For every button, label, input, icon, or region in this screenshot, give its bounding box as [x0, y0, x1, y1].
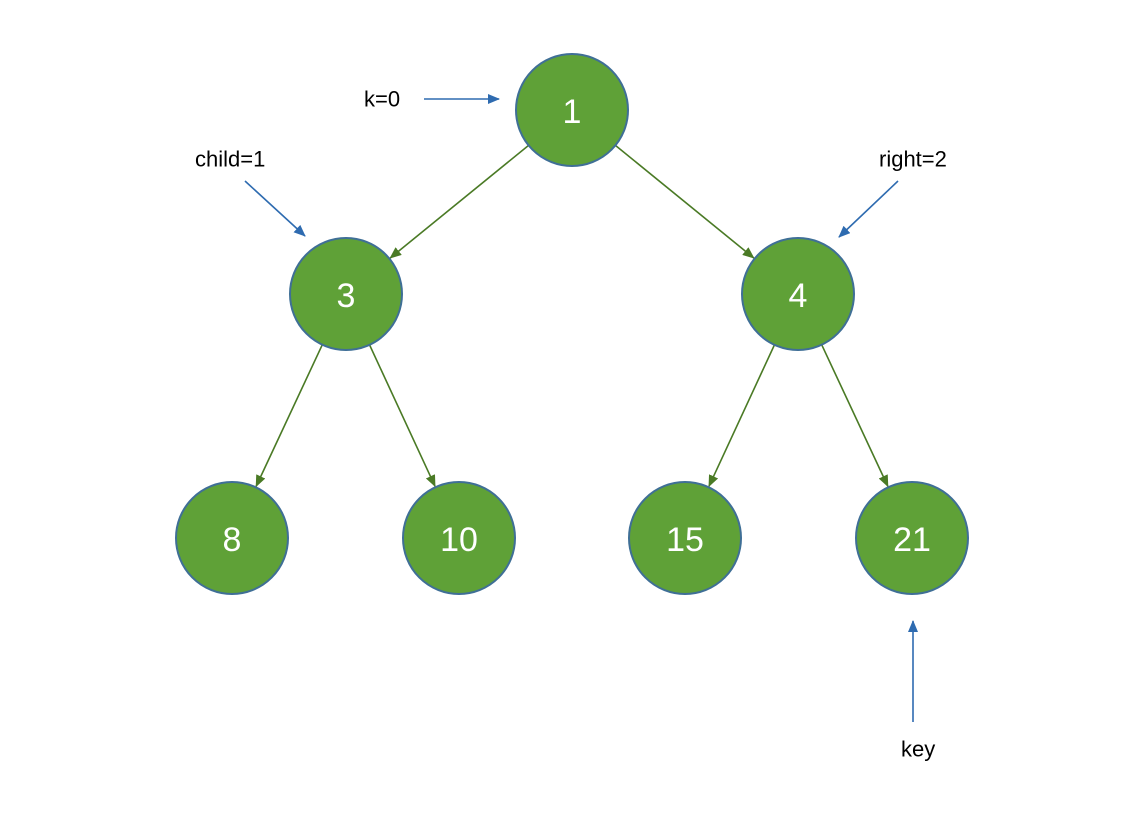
- tree-edge-arrow: [708, 342, 777, 488]
- node-label: 15: [666, 521, 704, 559]
- child-pointer-arrow: [244, 180, 306, 237]
- tree-node: 15: [628, 481, 742, 595]
- node-label: 1: [563, 93, 582, 131]
- node-circle: [628, 481, 742, 595]
- tree-node: 4: [741, 237, 855, 351]
- tree-edge-arrow: [389, 143, 531, 259]
- right-pointer-arrow: [838, 180, 899, 238]
- right-pointer-label: right=2: [879, 147, 947, 172]
- annotations: k=0 child=1 right=2 key: [195, 87, 947, 762]
- tree-edge-arrow: [255, 342, 324, 488]
- node-circle: [515, 53, 629, 167]
- tree-node: 10: [402, 481, 516, 595]
- node-circle: [855, 481, 969, 595]
- node-label: 8: [223, 521, 242, 559]
- tree-node: 21: [855, 481, 969, 595]
- node-label: 10: [440, 521, 478, 559]
- node-circle: [402, 481, 516, 595]
- tree-node: 8: [175, 481, 289, 595]
- node-label: 3: [337, 277, 356, 315]
- tree-edge-arrow: [367, 342, 436, 488]
- node-circle: [741, 237, 855, 351]
- tree-node: 3: [289, 237, 403, 351]
- tree-edge-arrow: [613, 143, 755, 259]
- node-label: 21: [893, 521, 931, 559]
- pointer-arrows: [244, 94, 918, 722]
- node-label: 4: [789, 277, 808, 315]
- node-circle: [289, 237, 403, 351]
- child-pointer-label: child=1: [195, 147, 265, 172]
- edges: [255, 143, 889, 488]
- nodes: 1 3 4 8 10 15 21: [175, 53, 969, 595]
- tree-node: 1: [515, 53, 629, 167]
- k-pointer-label: k=0: [364, 87, 400, 112]
- tree-edge-arrow: [820, 342, 889, 488]
- key-pointer-label: key: [901, 737, 935, 762]
- node-circle: [175, 481, 289, 595]
